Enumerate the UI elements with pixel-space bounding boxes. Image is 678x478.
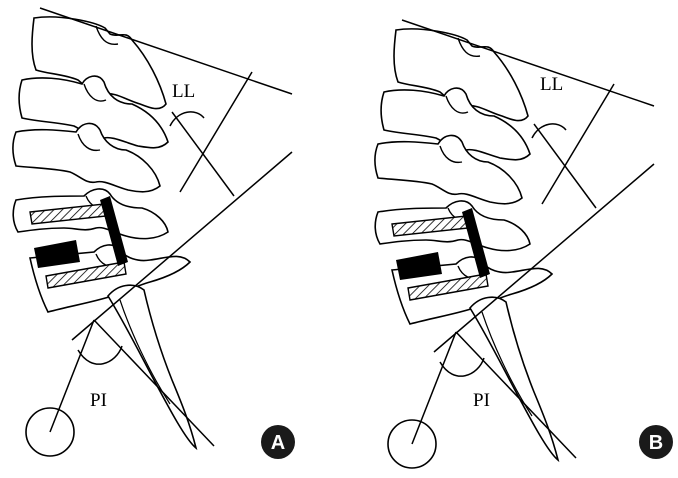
spine-drawing-b [374, 19, 655, 469]
panel-badge-a: A [261, 425, 295, 459]
spine-drawing-a [12, 7, 293, 457]
panel-a: LL PI A [12, 7, 295, 459]
badge-circle-a [261, 425, 295, 459]
ll-label-a: LL [172, 81, 195, 102]
badge-label-a: A [271, 432, 285, 454]
panel-badge-b: B [639, 425, 673, 459]
panel-b: LL PI B [374, 19, 673, 469]
pi-label-a: PI [90, 390, 107, 411]
badge-circle-b [639, 425, 673, 459]
ll-label-b: LL [540, 74, 563, 95]
badge-label-b: B [649, 432, 663, 454]
pi-label-b: PI [473, 390, 490, 411]
